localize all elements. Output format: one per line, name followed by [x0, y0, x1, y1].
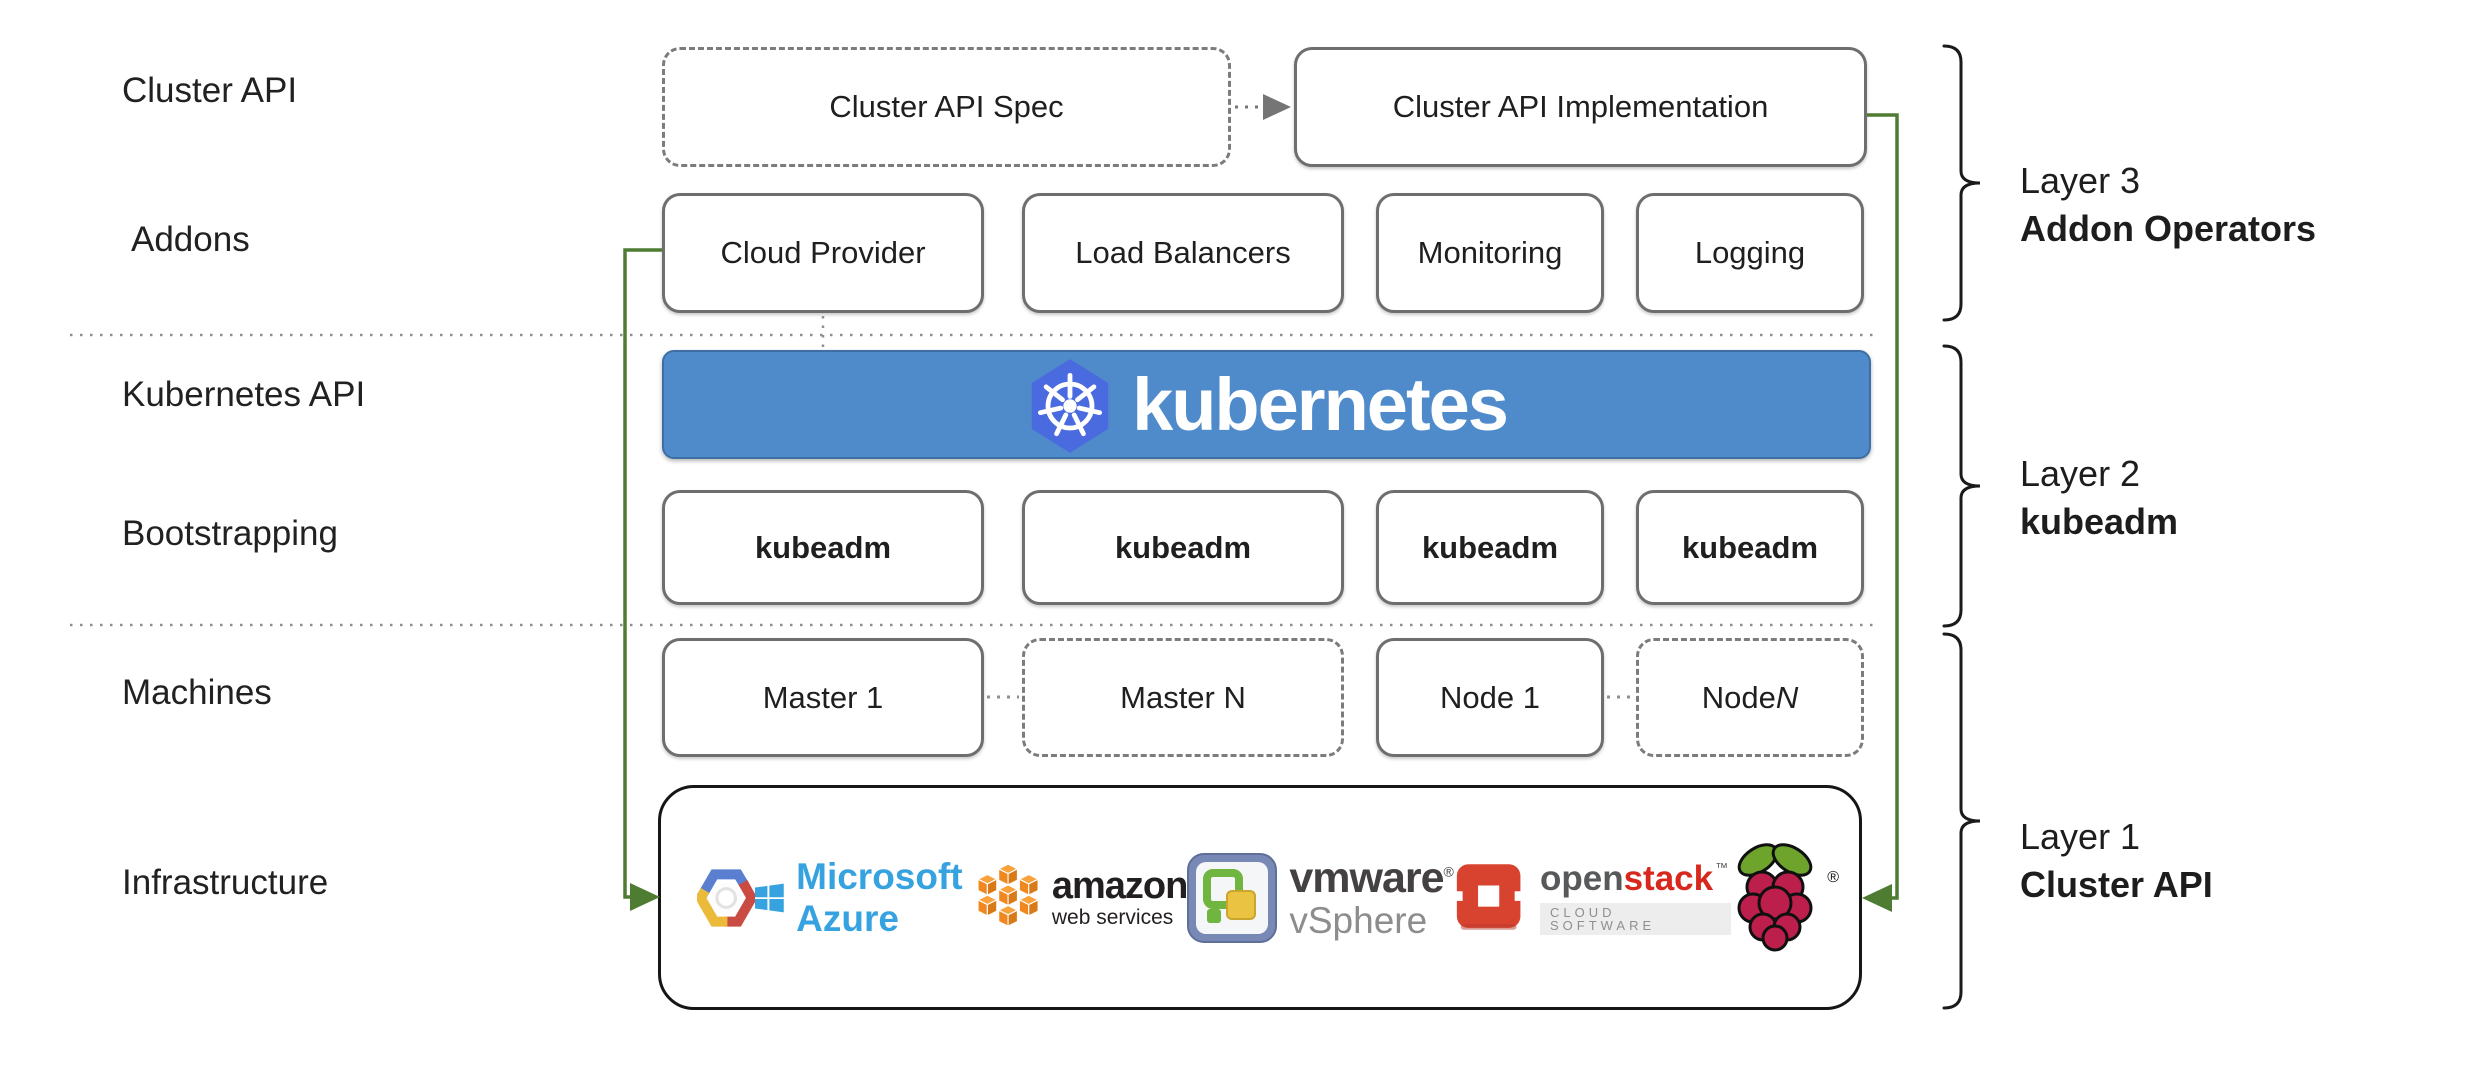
openstack-subtitle: CLOUD SOFTWARE: [1539, 902, 1731, 935]
kubeadm-label: kubeadm: [1114, 529, 1252, 565]
row-label-cluster-api: Cluster API: [122, 71, 298, 110]
addon-box-monitoring: Monitoring: [1376, 193, 1604, 313]
vmware-vsphere-logo: vmware® vSphere: [1187, 852, 1454, 943]
cluster-api-implementation-label: Cluster API Implementation: [1392, 89, 1769, 124]
machine-box-node-n: Node N: [1636, 638, 1864, 757]
windows-flag-icon: [755, 883, 785, 912]
kubernetes-logo-icon: [1031, 358, 1109, 453]
machine-label-italic-n: N: [1775, 679, 1799, 715]
microsoft-azure-logo: Microsoft Azure: [755, 856, 978, 940]
layer-3-title: Layer 3: [2020, 160, 2141, 201]
row-label-bootstrapping: Bootstrapping: [122, 514, 338, 553]
amazon-wordmark: amazon: [1051, 865, 1188, 907]
cluster-api-spec-label: Cluster API Spec: [829, 89, 1064, 124]
aws-cubes-icon: [977, 863, 1039, 927]
google-cloud-logo: [697, 868, 756, 927]
addon-label: Logging: [1694, 235, 1806, 270]
layer-1-title: Layer 1: [2020, 816, 2141, 857]
kubeadm-box-1: kubeadm: [662, 490, 984, 605]
addon-box-load-balancers: Load Balancers: [1022, 193, 1344, 313]
machine-label: Node: [1701, 679, 1776, 715]
raspberry-pi-icon: [1737, 842, 1813, 951]
green-flow-arrowhead-right-icon: [1862, 884, 1892, 912]
row-label-kubernetes-api: Kubernetes API: [122, 375, 366, 414]
raspberry-pi-registered-mark: ®: [1827, 868, 1839, 886]
spec-to-implementation-arrowhead-icon: [1263, 94, 1291, 120]
row-label-infrastructure: Infrastructure: [122, 863, 329, 902]
kubernetes-wordmark: kubernetes: [1132, 363, 1509, 446]
kubeadm-label: kubeadm: [1681, 529, 1819, 565]
openstack-icon: [1452, 863, 1525, 930]
layer-3-subtitle: Addon Operators: [2020, 208, 2317, 249]
raspberry-pi-logo: ®: [1731, 841, 1839, 955]
cluster-api-implementation-box: Cluster API Implementation: [1294, 47, 1867, 167]
vmware-registered-mark: ®: [1443, 863, 1454, 880]
green-flow-line-left: [623, 248, 662, 899]
machine-label: Master 1: [762, 679, 884, 715]
machine-box-master-1: Master 1: [662, 638, 984, 757]
layer-2-subtitle: kubeadm: [2020, 501, 2179, 542]
machine-label: Node 1: [1440, 679, 1540, 715]
machine-box-node-1: Node 1: [1376, 638, 1604, 757]
layer-1-annotation: Layer 1 Cluster API: [2020, 813, 2213, 909]
addon-label: Cloud Provider: [720, 235, 926, 270]
vsphere-wordmark: vSphere: [1289, 899, 1428, 941]
addon-label: Load Balancers: [1075, 235, 1291, 270]
infrastructure-box: Microsoft Azure: [658, 785, 1862, 1010]
vmware-wordmark: vmware®: [1289, 853, 1454, 902]
green-flow-arrowhead-left-icon: [630, 883, 660, 911]
addon-label: Monitoring: [1417, 235, 1563, 270]
openstack-trademark: ™: [1715, 859, 1729, 875]
brace-layer-3: [1942, 44, 1981, 322]
brace-layer-2: [1942, 344, 1981, 628]
layer-1-subtitle: Cluster API: [2020, 864, 2213, 905]
machine-label: Master N: [1120, 679, 1246, 715]
kubeadm-box-3: kubeadm: [1376, 490, 1604, 605]
kubernetes-banner: kubernetes: [662, 350, 1871, 459]
web-services-wordmark: web services: [1051, 906, 1174, 929]
layer-2-annotation: Layer 2 kubeadm: [2020, 450, 2178, 546]
azure-wordmark: Microsoft Azure: [796, 855, 963, 939]
kubeadm-box-4: kubeadm: [1636, 490, 1864, 605]
addon-box-cloud-provider: Cloud Provider: [662, 193, 984, 313]
layer-2-title: Layer 2: [2020, 453, 2141, 494]
cluster-api-spec-box: Cluster API Spec: [662, 47, 1231, 167]
brace-layer-1: [1942, 632, 1981, 1010]
layer-3-annotation: Layer 3 Addon Operators: [2020, 157, 2316, 253]
kubeadm-label: kubeadm: [1421, 529, 1559, 565]
green-flow-line-right: [1867, 113, 1899, 900]
vsphere-icon: [1187, 852, 1278, 943]
kubeadm-label: kubeadm: [754, 529, 892, 565]
addon-box-logging: Logging: [1636, 193, 1864, 313]
aws-logo: amazon web services: [977, 862, 1188, 934]
kubeadm-box-2: kubeadm: [1022, 490, 1344, 605]
row-label-addons: Addons: [131, 220, 250, 259]
machine-box-master-n: Master N: [1022, 638, 1344, 757]
row-label-machines: Machines: [122, 673, 272, 712]
